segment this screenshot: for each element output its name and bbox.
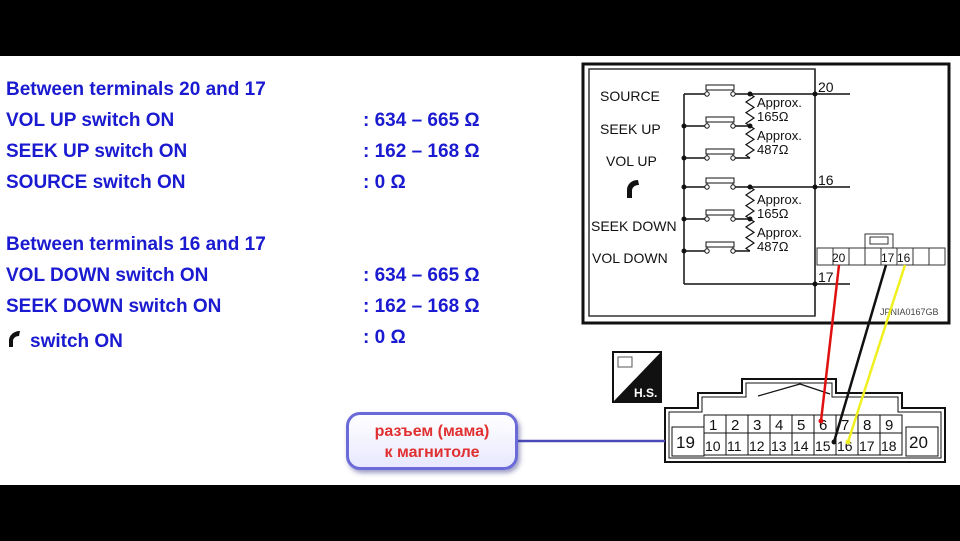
switch-contact — [681, 241, 750, 254]
pin-2: 2 — [731, 417, 739, 434]
wiring-schematic: SOURCE SEEK UP VOL UP SEEK DOWN VOL DOWN… — [518, 62, 951, 463]
switch-contact — [681, 148, 750, 161]
pin-20: 20 — [909, 433, 928, 452]
switch-label-seek-up: SEEK UP — [600, 121, 661, 137]
resistor4-label1: Approx. — [757, 225, 802, 240]
switch-label-vol-up: VOL UP — [606, 153, 657, 169]
terminal-label-16: 16 — [818, 172, 834, 188]
group1-heading: Between terminals 20 and 17 — [6, 79, 266, 100]
pin-9: 9 — [885, 417, 893, 434]
pin-15: 15 — [815, 438, 831, 454]
resistor — [744, 218, 756, 252]
pin-16: 16 — [837, 438, 853, 454]
spec-value-vol-up: : 634 – 665 Ω — [363, 110, 480, 131]
wire-17-to-15 — [832, 264, 888, 443]
diagram-code: JPNIA0167GB — [880, 307, 939, 317]
pin-17: 17 — [859, 438, 875, 454]
spec-label-vol-up: VOL UP switch ON — [6, 110, 175, 131]
resistance-spec: Between terminals 20 and 17 VOL UP switc… — [0, 56, 560, 485]
pin-14: 14 — [793, 438, 809, 454]
group2-heading: Between terminals 16 and 17 — [6, 234, 266, 255]
mini-connector — [816, 247, 946, 266]
spec-label-seek-up: SEEK UP switch ON — [6, 141, 188, 162]
pin-8: 8 — [863, 417, 871, 434]
mini-pin-17: 17 — [881, 251, 895, 265]
resistor4-label2: 487Ω — [757, 239, 789, 254]
resistor — [744, 93, 756, 127]
pin-3: 3 — [753, 417, 761, 434]
mini-cell — [848, 247, 866, 266]
switch-contact — [681, 116, 750, 129]
pin-18: 18 — [881, 438, 897, 454]
resistor — [744, 186, 756, 220]
mini-cell — [864, 247, 882, 266]
pin-6: 6 — [819, 417, 827, 434]
resistor1-label2: 165Ω — [757, 109, 789, 124]
mini-cell — [928, 247, 946, 266]
switch-label-source: SOURCE — [600, 88, 660, 104]
resistor2-label2: 487Ω — [757, 142, 789, 157]
terminal-label-17: 17 — [818, 269, 834, 285]
callout-line2: к магнитоле — [384, 444, 480, 461]
pin-4: 4 — [775, 417, 783, 434]
schematic-frame — [581, 62, 951, 325]
switch-contact — [681, 177, 750, 190]
resistor1-label1: Approx. — [757, 95, 802, 110]
mini-cell — [912, 247, 930, 266]
pin-1: 1 — [709, 417, 717, 434]
pin-12: 12 — [749, 438, 765, 454]
letterbox-bottom — [0, 485, 960, 541]
wire-20-to-6 — [819, 264, 841, 422]
mini-cell — [816, 247, 834, 266]
resistor3-label2: 165Ω — [757, 206, 789, 221]
pin-19: 19 — [676, 433, 695, 452]
terminal-label-20: 20 — [818, 79, 834, 95]
pin-11: 11 — [727, 438, 742, 454]
harness-side-badge: H.S. — [612, 351, 662, 403]
schematic-phone-icon — [627, 180, 639, 198]
phone-icon — [6, 329, 24, 355]
letterbox-top — [0, 0, 960, 56]
diagram-canvas: Between terminals 20 and 17 VOL UP switc… — [0, 56, 960, 485]
resistor3-label1: Approx. — [757, 192, 802, 207]
spec-label-phone: switch ON — [30, 331, 123, 353]
pin-5: 5 — [797, 417, 805, 434]
spec-label-vol-down: VOL DOWN switch ON — [6, 265, 209, 286]
spec-label-seek-down: SEEK DOWN switch ON — [6, 296, 222, 317]
spec-value-vol-down: : 634 – 665 Ω — [363, 265, 480, 286]
pin-10: 10 — [705, 438, 721, 454]
wire-16-to-16 — [846, 264, 907, 443]
mini-pin-20: 20 — [832, 251, 846, 265]
spec-label-source: SOURCE switch ON — [6, 172, 186, 193]
spec-value-phone: : 0 Ω — [363, 327, 406, 348]
pin-7: 7 — [841, 417, 849, 434]
resistor2-label1: Approx. — [757, 128, 802, 143]
spec-value-seek-up: : 162 – 168 Ω — [363, 141, 480, 162]
connector-glyph-icon — [617, 356, 633, 368]
wires — [818, 264, 907, 445]
spec-value-source: : 0 Ω — [363, 172, 406, 193]
resistor — [744, 125, 756, 159]
mini-connector-latch — [864, 233, 894, 249]
hs-badge-text: H.S. — [634, 386, 657, 400]
connector-callout: разъем (мама) к магнитоле — [346, 412, 518, 470]
spec-value-seek-down: : 162 – 168 Ω — [363, 296, 480, 317]
switch-label-seek-down: SEEK DOWN — [591, 218, 677, 234]
mini-pin-16: 16 — [897, 251, 911, 265]
pin-13: 13 — [771, 438, 787, 454]
spec-row-phone: switch ON — [6, 329, 123, 355]
switch-contacts — [681, 69, 816, 316]
callout-line1: разъем (мама) — [374, 423, 490, 440]
switch-label-vol-down: VOL DOWN — [592, 250, 668, 266]
switch-contact — [684, 84, 750, 97]
